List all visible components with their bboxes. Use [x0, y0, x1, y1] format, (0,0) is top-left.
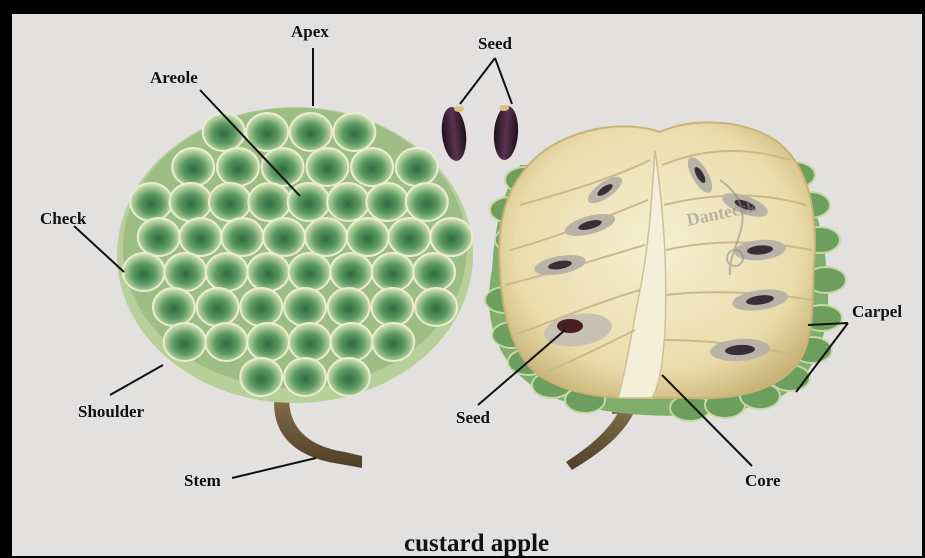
areole-scale: [284, 358, 326, 396]
areole-scale: [123, 253, 165, 291]
areole-scale: [347, 218, 389, 256]
areole-scale: [289, 253, 331, 291]
areole-scale: [333, 113, 375, 151]
areole-scale: [197, 288, 239, 326]
areole-scale: [180, 218, 222, 256]
areole-scale: [138, 218, 180, 256]
areole-scale: [372, 253, 414, 291]
stem-leader: [232, 458, 316, 478]
areole-scale: [206, 253, 248, 291]
section-seed: [557, 319, 583, 333]
seed-section-label: Seed: [456, 408, 490, 428]
areole-scale: [430, 218, 472, 256]
areole-scale: [221, 218, 263, 256]
areole-scale: [406, 183, 448, 221]
diagram-title: custard apple: [404, 530, 549, 558]
seed-leader-b: [495, 58, 512, 104]
areole-scale: [415, 288, 457, 326]
areole-scale: [172, 148, 214, 186]
areole-scale: [366, 183, 408, 221]
areole-scale: [389, 218, 431, 256]
core-label: Core: [745, 471, 781, 491]
areole-scale: [328, 358, 370, 396]
loose-seeds: [439, 105, 520, 162]
areole-scale: [331, 323, 373, 361]
areole-scale: [205, 323, 247, 361]
areole-scale: [327, 183, 369, 221]
check-label: Check: [40, 209, 86, 229]
areole-scale: [290, 113, 332, 151]
shoulder-leader: [110, 365, 163, 395]
areole-scale: [247, 323, 289, 361]
areole-scale: [306, 148, 348, 186]
seed-leader-a: [460, 58, 495, 104]
areole-scale: [372, 323, 414, 361]
areole-scale: [328, 288, 370, 326]
areole-label: Areole: [150, 68, 198, 88]
areole-scale: [240, 358, 282, 396]
areole-scale: [371, 288, 413, 326]
areole-scale: [247, 253, 289, 291]
areole-scale: [217, 148, 259, 186]
seed-top-label: Seed: [478, 34, 512, 54]
seed-left: [439, 106, 469, 162]
areole-scale: [130, 183, 172, 221]
areole-scale: [153, 288, 195, 326]
areole-scale: [396, 148, 438, 186]
seed-right: [492, 105, 520, 161]
areole-scale: [263, 218, 305, 256]
check-leader: [74, 226, 124, 272]
apex-label: Apex: [291, 22, 329, 42]
areole-scale: [305, 218, 347, 256]
areole-scale: [209, 183, 251, 221]
areole-scale: [170, 183, 212, 221]
areole-scale: [262, 148, 304, 186]
sectioned-fruit: Dantecsk: [485, 122, 846, 470]
areole-scale: [289, 323, 331, 361]
areole-scale: [413, 253, 455, 291]
areole-scale: [351, 148, 393, 186]
shoulder-label: Shoulder: [78, 402, 144, 422]
areole-scale: [284, 288, 326, 326]
areole-scale: [330, 253, 372, 291]
areole-scale: [164, 323, 206, 361]
areole-scale: [248, 183, 290, 221]
areole-scale: [164, 253, 206, 291]
carpel-label: Carpel: [852, 302, 902, 322]
whole-fruit: [117, 107, 473, 468]
stem-label: Stem: [184, 471, 221, 491]
areole-scale: [240, 288, 282, 326]
